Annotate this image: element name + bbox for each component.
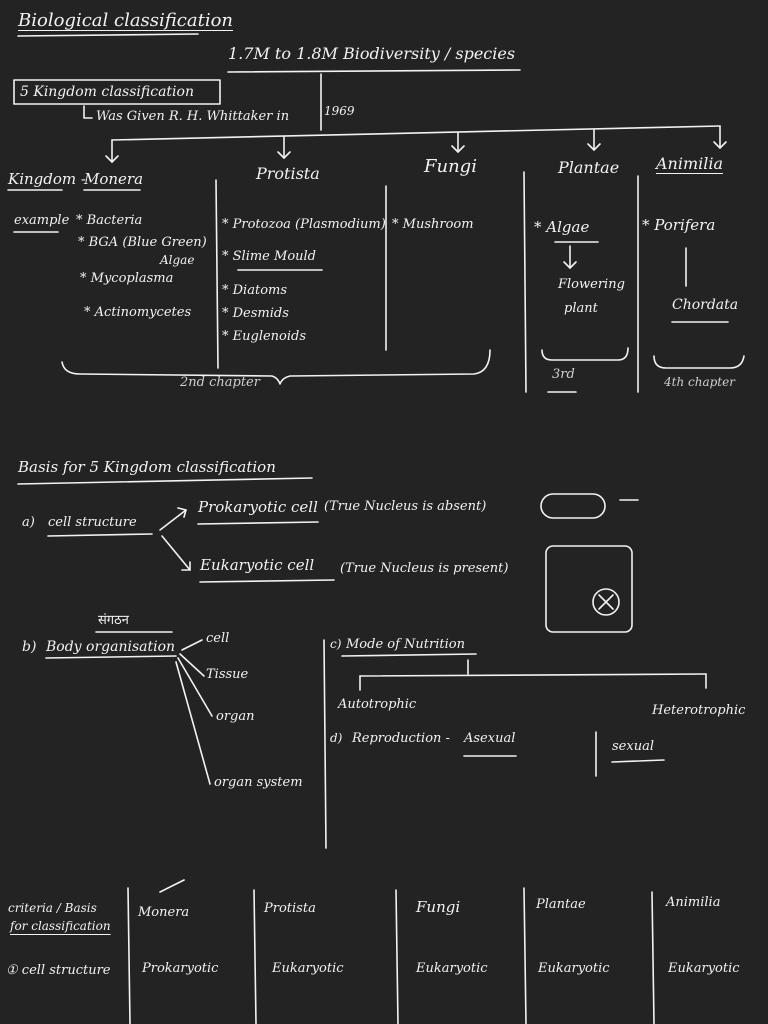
given-by-text: Was Given R. H. Whittaker in	[96, 109, 290, 124]
table-row1-monera: Prokaryotic	[142, 961, 219, 976]
given-by-connector	[83, 105, 93, 119]
five-kingdom-label: 5 Kingdom classification	[20, 84, 194, 100]
eukaryotic-cell-shape	[545, 545, 633, 633]
level-organ: organ	[216, 709, 255, 724]
prokaryotic-label: Prokaryotic cell	[198, 498, 318, 516]
item-d-label: d)	[330, 731, 343, 745]
kingdom-branch	[111, 125, 721, 141]
table-col-fungi: Fungi	[416, 898, 461, 916]
table-col-animalia: Animilia	[666, 895, 721, 910]
kingdom-protista: Protista	[256, 164, 320, 183]
prokaryotic-cell-shape	[540, 493, 606, 519]
eukaryotic-note: (True Nucleus is present)	[340, 561, 509, 576]
level-tissue: Tissue	[206, 667, 249, 682]
item-a-label: a)	[22, 515, 35, 530]
table-row1-label: ① cell structure	[6, 963, 111, 978]
kingdom-fungi: Fungi	[424, 156, 477, 177]
table-col-plantae: Plantae	[536, 897, 586, 912]
prokaryotic-note: (True Nucleus is absent)	[324, 499, 487, 514]
monera-example-1: * Bacteria	[76, 213, 143, 228]
title-underline	[17, 33, 199, 37]
table-row1-plantae: Eukaryotic	[538, 961, 610, 976]
mode-of-nutrition-label: Mode of Nutrition	[346, 637, 465, 652]
table-criteria-header-1: criteria / Basis	[8, 901, 97, 915]
level-cell: cell	[206, 631, 230, 646]
fungi-example-1: * Mushroom	[392, 217, 474, 232]
heterotrophic-label: Heterotrophic	[652, 703, 746, 718]
page-title: Biological classification	[18, 10, 234, 31]
plantae-example-1: * Algae	[534, 218, 590, 236]
item-c-label: c)	[330, 637, 342, 651]
chapter-2-note: 2nd chapter	[180, 375, 260, 390]
table-row1-protista: Eukaryotic	[272, 961, 344, 976]
monera-example-3: * Mycoplasma	[80, 271, 174, 286]
table-criteria-header-2: for classification	[10, 919, 111, 933]
table-row1-fungi: Eukaryotic	[416, 961, 488, 976]
separator-3	[523, 171, 527, 393]
asexual-label: Asexual	[464, 731, 516, 746]
reproduction-label: Reproduction -	[352, 731, 450, 746]
section2-title: Basis for 5 Kingdom classification	[18, 458, 276, 476]
chapter2-brace	[61, 349, 491, 385]
table-col-protista: Protista	[264, 901, 316, 916]
body-organisation-label: Body organisation	[46, 639, 176, 655]
monera-example-4: * Actinomycetes	[84, 305, 192, 320]
biodiversity-underline	[227, 69, 521, 73]
chapter-3-note: 3rd	[552, 367, 575, 382]
plantae-example-2: Flowering	[558, 277, 625, 292]
item-b-label: b)	[22, 639, 37, 655]
separator-cd	[323, 639, 327, 849]
protista-example-2: * Slime Mould	[222, 249, 316, 264]
hindi-word: संगठन	[98, 613, 129, 628]
animalia-example-2: Chordata	[672, 297, 739, 313]
table-row1-animalia: Eukaryotic	[668, 961, 740, 976]
protista-example-3: * Diatoms	[222, 283, 288, 298]
biodiversity-count: 1.7M to 1.8M Biodiversity / species	[228, 44, 516, 63]
kingdom-monera: Monera	[84, 170, 144, 188]
protista-example-4: * Desmids	[222, 306, 289, 321]
chapter-4-note: 4th chapter	[664, 375, 735, 389]
protista-example-5: * Euglenoids	[222, 329, 307, 344]
example-label: example	[14, 213, 70, 228]
year-text: 1969	[324, 104, 355, 118]
monera-example-2: * BGA (Blue Green)	[78, 235, 207, 250]
animalia-example-1: * Porifera	[642, 216, 716, 234]
sexual-label: sexual	[612, 739, 654, 754]
table-col-monera: Monera	[138, 905, 190, 920]
monera-example-2b: Algae	[160, 253, 195, 267]
kingdom-label: Kingdom -	[8, 170, 86, 188]
protista-example-1: * Protozoa (Plasmodium)	[222, 217, 386, 232]
separator-1	[215, 179, 219, 369]
cell-structure-label: cell structure	[48, 515, 137, 530]
kingdom-plantae: Plantae	[558, 158, 620, 177]
plantae-example-3: plant	[564, 301, 598, 316]
eukaryotic-label: Eukaryotic cell	[200, 556, 315, 574]
autotrophic-label: Autotrophic	[338, 697, 417, 712]
kingdom-animalia: Animilia	[656, 154, 724, 173]
level-organ-system: organ system	[214, 775, 303, 790]
